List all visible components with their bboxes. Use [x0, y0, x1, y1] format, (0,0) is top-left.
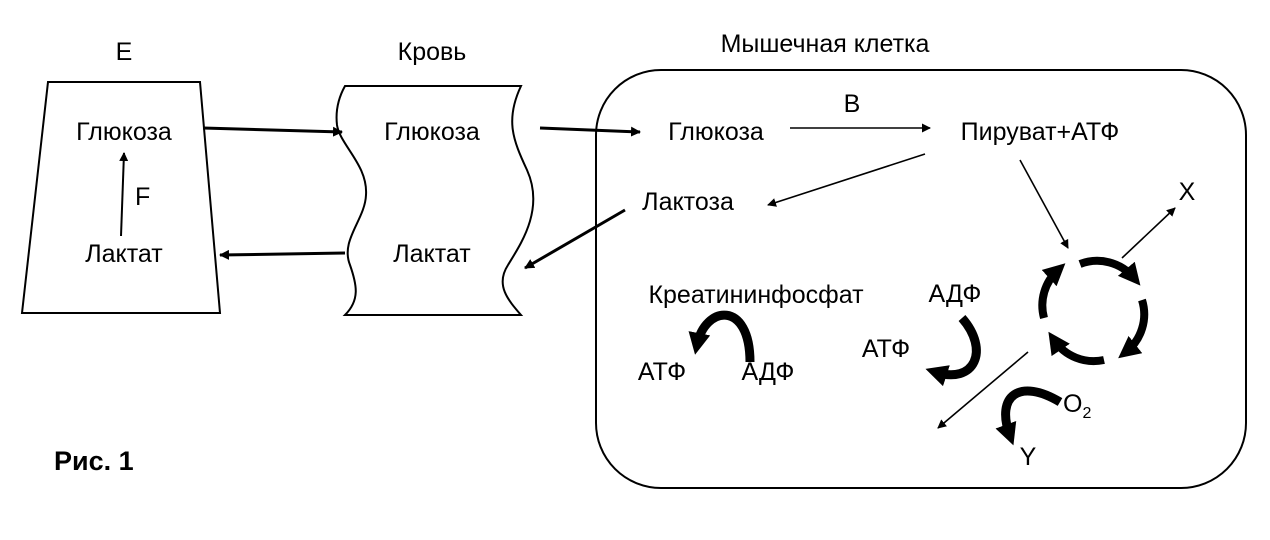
- arrow-electron-transport: [937, 351, 1029, 429]
- cell-glucose: Глюкоза: [668, 118, 764, 146]
- f-label: F: [135, 183, 150, 211]
- cycle-arrow-top: [1078, 256, 1141, 286]
- creatine-curved-arrow: [688, 310, 755, 363]
- krebs-cycle: [1038, 256, 1149, 366]
- muscle-cell-label: Мышечная клетка: [721, 30, 930, 58]
- blood-glucose: Глюкоза: [384, 118, 480, 146]
- creatine-phosphate: Креатининфосфат: [648, 281, 864, 309]
- blood-shape: [335, 85, 535, 316]
- organ-e-label: E: [116, 38, 133, 66]
- y-label: Y: [1020, 443, 1037, 471]
- cycle-arrow-bottom: [1048, 331, 1105, 366]
- arrow-e-glucose-to-blood: [202, 126, 343, 137]
- arrow-cycle-to-x: [1121, 207, 1176, 259]
- arrow-pyruvate-to-lactose: [767, 153, 926, 207]
- e-glucose: Глюкоза: [76, 118, 172, 146]
- x-label: X: [1179, 178, 1196, 206]
- creatine-adp: АДФ: [742, 358, 795, 386]
- adp-label: АДФ: [929, 280, 982, 308]
- muscle-cell-shape: [595, 69, 1247, 489]
- blood-lactate: Лактат: [393, 240, 471, 268]
- pyruvate-atp: Пируват+АТФ: [961, 118, 1120, 146]
- o2-label: O2: [1063, 390, 1091, 422]
- cycle-arrow-right: [1118, 298, 1149, 359]
- arrow-lactate-to-glucose-f: [119, 152, 129, 237]
- organ-e-shape: [20, 81, 222, 314]
- arrow-blood-lactate-to-e: [219, 249, 346, 260]
- lactose: Лактоза: [642, 188, 734, 216]
- cycle-arrow-left: [1038, 263, 1066, 320]
- figure-caption: Рис. 1: [54, 446, 134, 476]
- e-lactate: Лактат: [85, 240, 163, 268]
- arrow-pyruvate-to-cycle: [1019, 159, 1069, 249]
- b-label: B: [844, 90, 861, 118]
- arrow-blood-glucose-to-cell: [539, 126, 641, 137]
- creatine-atp: АТФ: [638, 358, 686, 386]
- arrow-lactose-to-blood: [524, 208, 626, 270]
- atp-label: АТФ: [862, 335, 910, 363]
- adp-atp-curved-arrow: [925, 315, 981, 387]
- o2-y-curved-arrow: [995, 386, 1063, 446]
- blood-label: Кровь: [398, 38, 467, 66]
